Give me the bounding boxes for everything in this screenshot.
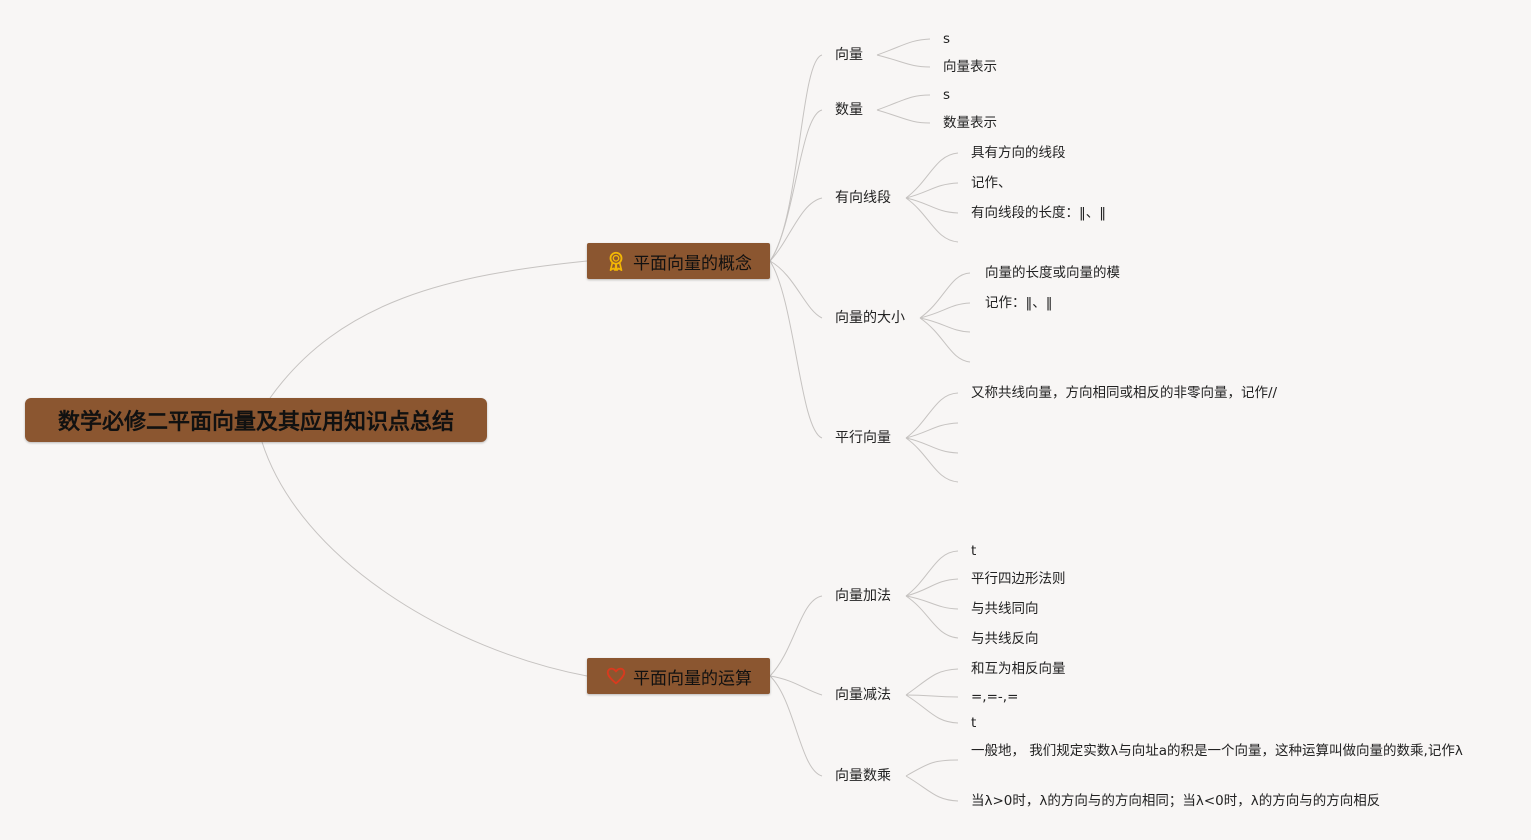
subnode-scalar-multiplication[interactable]: 向量数乘 <box>835 767 891 785</box>
leaf-item[interactable]: t <box>971 543 977 559</box>
leaf-item[interactable]: 记作、 <box>971 175 1012 191</box>
leaf-item[interactable]: =,=-,= <box>971 689 1019 705</box>
subnode-scalar[interactable]: 数量 <box>835 101 863 119</box>
leaf-item[interactable]: t <box>971 715 977 731</box>
branch-concepts[interactable]: 平面向量的概念 <box>587 243 770 279</box>
leaf-item[interactable]: 数量表示 <box>943 115 997 131</box>
subnode-parallel-vector[interactable]: 平行向量 <box>835 429 891 447</box>
leaf-item[interactable]: 当λ>0时，λ的方向与的方向相同；当λ<0时，λ的方向与的方向相反 <box>971 793 1381 809</box>
leaf-item[interactable]: 与共线反向 <box>971 631 1039 647</box>
heart-icon <box>606 667 626 685</box>
root-node[interactable]: 数学必修二平面向量及其应用知识点总结 <box>25 398 487 442</box>
leaf-item[interactable]: 有向线段的长度：‖、‖ <box>971 205 1106 221</box>
subnode-directed-segment[interactable]: 有向线段 <box>835 189 891 207</box>
subnode-label: 数量 <box>835 102 863 118</box>
leaf-item[interactable]: s <box>943 31 951 47</box>
leaf-item[interactable]: 一般地， 我们规定实数λ与向址a的积是一个向量，这种运算叫做向量的数乘,记作λ <box>971 743 1463 759</box>
subnode-label: 向量的大小 <box>835 310 905 326</box>
subnode-label: 平行向量 <box>835 430 891 446</box>
leaf-item[interactable]: 向量表示 <box>943 59 997 75</box>
leaf-item[interactable]: 具有方向的线段 <box>971 145 1066 161</box>
leaf-item[interactable]: 记作：‖、‖ <box>985 295 1053 311</box>
leaf-item[interactable]: 平行四边形法则 <box>971 571 1066 587</box>
subnode-label: 向量加法 <box>835 588 891 604</box>
subnode-label: 有向线段 <box>835 190 891 206</box>
leaf-item[interactable]: 和互为相反向量 <box>971 661 1066 677</box>
branch-label: 平面向量的运算 <box>633 668 752 689</box>
leaf-item[interactable]: 向量的长度或向量的模 <box>985 265 1120 281</box>
branch-label: 平面向量的概念 <box>633 253 752 274</box>
subnode-label: 向量数乘 <box>835 768 891 784</box>
leaf-item[interactable]: 又称共线向量，方向相同或相反的非零向量，记作// <box>971 385 1278 401</box>
leaf-item[interactable]: 与共线同向 <box>971 601 1039 617</box>
subnode-vector-subtraction[interactable]: 向量减法 <box>835 686 891 704</box>
subnode-vector-addition[interactable]: 向量加法 <box>835 587 891 605</box>
subnode-vector-magnitude[interactable]: 向量的大小 <box>835 309 905 327</box>
branch-operations[interactable]: 平面向量的运算 <box>587 658 770 694</box>
award-ribbon-icon <box>609 251 623 271</box>
subnode-label: 向量 <box>835 47 863 63</box>
subnode-vector[interactable]: 向量 <box>835 46 863 64</box>
leaf-item[interactable]: s <box>943 87 951 103</box>
subnode-label: 向量减法 <box>835 687 891 703</box>
root-title: 数学必修二平面向量及其应用知识点总结 <box>57 410 454 435</box>
